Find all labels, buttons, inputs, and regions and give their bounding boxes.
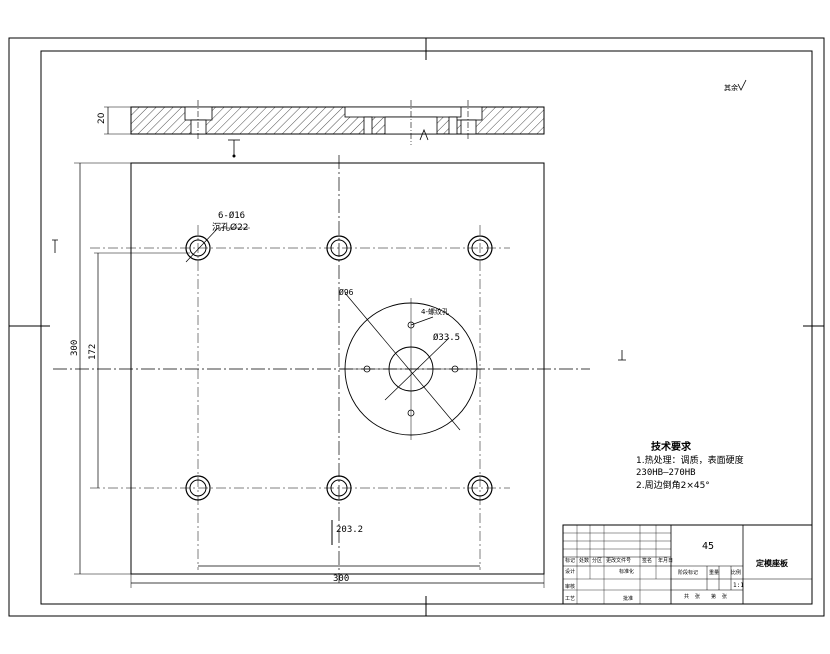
title-block (562, 524, 813, 605)
width-overall-label: 300 (333, 574, 349, 584)
center-dia-label: Ø33.5 (433, 332, 460, 343)
tb-stage-1: 阶段标记 (678, 569, 698, 576)
thickness-dim-label: 20 (97, 112, 107, 124)
height-holes-label: 172 (88, 344, 98, 360)
tb-header-2: 处数 (579, 557, 589, 564)
bolt-hole (326, 475, 352, 501)
circle-dia-label: Ø96 (339, 287, 354, 297)
tb-bottom-3: 第 (711, 593, 716, 600)
part-name-label: 定模座板 (755, 558, 789, 568)
thread-hole (363, 321, 459, 417)
scale-label: 1:1 (733, 582, 744, 589)
tb-header-1: 标记 (565, 557, 575, 564)
tb-header-3: 分区 (592, 557, 602, 564)
bolt-hole (326, 235, 352, 261)
tb-header-5: 签名 (642, 557, 652, 564)
tb-bottom-4: 张 (722, 593, 727, 600)
tech-req-title: 技术要求 (651, 440, 692, 453)
tb-check-3: 批准 (623, 595, 633, 602)
thread-note-label: 4-螺纹孔 (421, 307, 449, 316)
tb-header-4: 更改文件号 (606, 557, 631, 564)
tb-bottom-1: 共 (684, 593, 689, 600)
outer-border (8, 37, 825, 617)
material-label: 45 (702, 541, 714, 552)
tb-row2-2: 标准化 (619, 568, 634, 575)
roughness-symbol (737, 79, 747, 91)
tb-check-2: 工艺 (565, 596, 575, 602)
tech-req-line3: 2.周边倒角2×45° (636, 479, 710, 491)
bolt-hole (185, 475, 211, 501)
tech-req-line1: 1.热处理：调质，表面硬度 (636, 454, 744, 466)
tb-bottom-2: 张 (695, 593, 700, 600)
tb-check-1: 审核 (565, 583, 575, 590)
roughness-note: 其余 (724, 83, 738, 92)
tb-header-6: 年月日 (658, 557, 673, 564)
centering-marks (9, 38, 824, 616)
plan-view (52, 155, 626, 588)
bolt-hole (467, 475, 493, 501)
hole-callout-label: 6-Ø16 (218, 210, 245, 221)
tb-row2-1: 设计 (565, 568, 575, 575)
section-view (104, 100, 545, 158)
tb-stage-2: 重量 (709, 569, 719, 576)
height-overall-label: 300 (70, 340, 80, 356)
counterbore-label: 沉孔Ø22 (212, 222, 249, 233)
tb-stage-3: 比例 (731, 569, 741, 576)
bolt-hole (185, 235, 211, 261)
tech-req-line2: 230HB—270HB (636, 468, 696, 478)
width-holes-label: 203.2 (336, 525, 363, 535)
bolt-hole (467, 235, 493, 261)
